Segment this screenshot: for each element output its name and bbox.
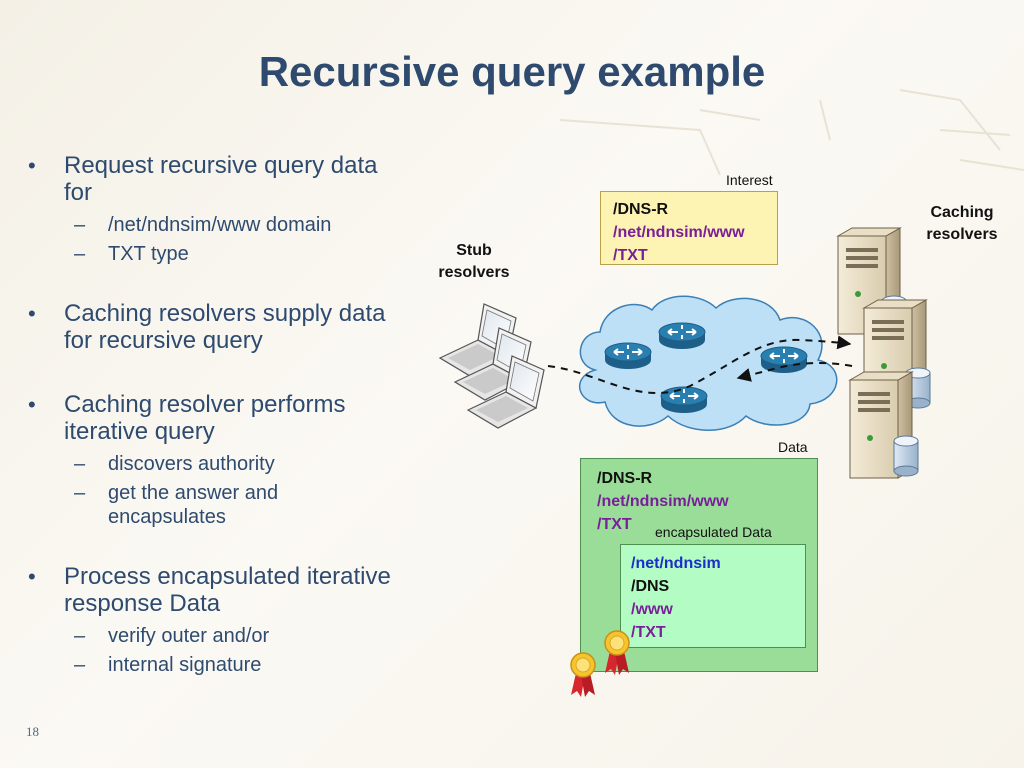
router-icon	[660, 386, 708, 414]
sub-bullet-discovers-authority: discovers authority	[22, 452, 392, 476]
network-cloud	[578, 295, 838, 431]
sub-bullet-domain: /net/ndnsim/www domain	[22, 213, 392, 237]
sub-bullet-internal-signature: internal signature	[22, 653, 392, 677]
stub-resolvers-label: Stub resolvers	[424, 240, 524, 284]
data-line-txt: /TXT	[597, 516, 632, 533]
interest-packet: /DNS-R /net/ndnsim/www /TXT	[600, 191, 778, 265]
bullet-caching-iterative: Caching resolver performs iterative quer…	[22, 391, 392, 445]
interest-arrow	[547, 335, 852, 395]
interest-line-name: /net/ndnsim/www	[613, 224, 745, 241]
inner-line-www: /www	[631, 601, 673, 618]
caching-label-line1: Caching	[930, 204, 994, 221]
stub-label-line1: Stub	[456, 242, 492, 259]
sub-bullet-verify-outer: verify outer and/or	[22, 624, 392, 648]
inner-line-txt: /TXT	[631, 624, 666, 641]
encapsulated-data-label: encapsulated Data	[655, 524, 772, 540]
encapsulated-data-packet: /net/ndnsim /DNS /www /TXT	[620, 544, 806, 648]
router-icon	[658, 322, 706, 350]
database-icon	[893, 435, 919, 477]
bullet-caching-supply: Caching resolvers supply data for recurs…	[22, 300, 392, 354]
interest-line-dns-r: /DNS-R	[613, 201, 669, 218]
bullet-process-encapsulated: Process encapsulated iterative response …	[22, 563, 392, 617]
interest-line-txt: /TXT	[613, 247, 648, 264]
inner-line-net-ndnsim: /net/ndnsim	[631, 555, 721, 572]
slide-number: 18	[26, 724, 39, 739]
sub-bullet-get-answer: get the answer and encapsulates	[22, 481, 392, 529]
router-icon	[760, 346, 808, 374]
stub-label-line2: resolvers	[438, 264, 510, 281]
interest-label: Interest	[726, 172, 773, 188]
inner-line-dns: /DNS	[631, 578, 670, 595]
data-line-name: /net/ndnsim/www	[597, 493, 729, 510]
sub-bullet-txt-type: TXT type	[22, 242, 392, 266]
data-return-arrow	[736, 362, 853, 382]
caching-label-line2: resolvers	[926, 226, 998, 243]
page-title: Recursive query example	[258, 48, 766, 95]
bullet-list: Request recursive query data for /net/nd…	[22, 152, 392, 677]
data-line-dns-r: /DNS-R	[597, 470, 653, 487]
data-label: Data	[778, 439, 808, 455]
bullet-request-query: Request recursive query data for	[22, 152, 392, 206]
caching-resolvers-label: Caching resolvers	[912, 202, 1012, 246]
router-icon	[604, 342, 652, 370]
